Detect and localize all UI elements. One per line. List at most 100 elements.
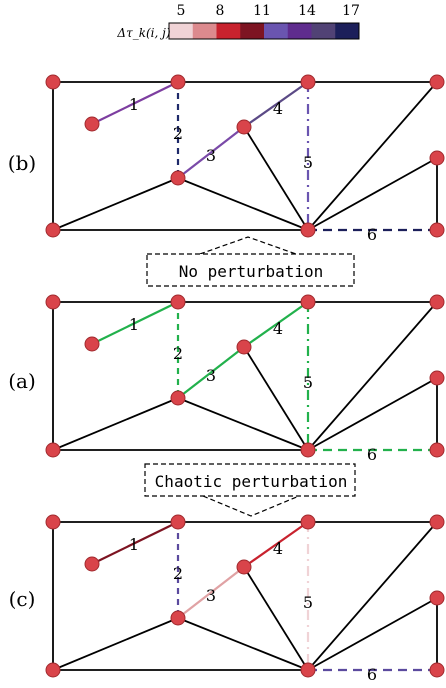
route-label-5: 5 — [303, 593, 313, 612]
network-node — [429, 370, 445, 386]
route-label-5: 5 — [303, 153, 313, 172]
colorbar: Δτ_k(i, j) 5 8 11 14 17 — [116, 3, 359, 40]
route-edge-4 — [243, 301, 309, 348]
route-label-2: 2 — [173, 564, 183, 583]
panel-label-b: (b) — [8, 151, 36, 175]
network-node — [84, 336, 100, 352]
network-node — [429, 442, 445, 458]
route-edge-1 — [91, 301, 179, 345]
route-label-2: 2 — [173, 124, 183, 143]
route-label-4: 4 — [273, 99, 283, 118]
route-label-1: 1 — [129, 95, 139, 114]
annotation-chaotic-perturbation: Chaotic perturbation — [144, 463, 356, 517]
network-node — [45, 294, 61, 310]
route-label-4: 4 — [273, 319, 283, 338]
colorbar-swatch — [240, 23, 265, 39]
colorbar-swatch — [216, 23, 241, 39]
route-label-5: 5 — [303, 373, 313, 392]
route-label-6: 6 — [367, 445, 377, 464]
colorbar-tick: 11 — [253, 3, 271, 19]
network-edge — [52, 617, 179, 671]
route-edge-3 — [177, 566, 245, 619]
network-node — [300, 662, 316, 678]
network-node — [170, 294, 186, 310]
network-edge — [243, 126, 309, 231]
route-label-6: 6 — [367, 665, 377, 684]
network-edge — [307, 377, 438, 451]
colorbar-tick: 5 — [177, 3, 186, 19]
annotation-text: Chaotic perturbation — [155, 472, 348, 491]
route-edge-1 — [91, 81, 179, 125]
route-label-1: 1 — [129, 315, 139, 334]
network-node — [429, 294, 445, 310]
route-label-2: 2 — [173, 344, 183, 363]
network-edge — [52, 177, 179, 231]
network-node — [300, 222, 316, 238]
route-edge-3 — [177, 346, 245, 399]
route-edge-4 — [243, 521, 309, 568]
network-node — [170, 74, 186, 90]
colorbar-tick: 14 — [298, 3, 316, 19]
route-label-4: 4 — [273, 539, 283, 558]
route-label-1: 1 — [129, 535, 139, 554]
network-node — [170, 390, 186, 406]
network-node — [170, 170, 186, 186]
colorbar-swatch — [192, 23, 217, 39]
network-node — [429, 662, 445, 678]
colorbar-swatch — [264, 23, 289, 39]
network-node — [429, 590, 445, 606]
route-label-3: 3 — [206, 146, 216, 165]
colorbar-frame — [168, 22, 360, 40]
network-node — [170, 610, 186, 626]
network-edge — [307, 521, 438, 671]
colorbar-tick: 17 — [342, 3, 360, 19]
network-node — [170, 514, 186, 530]
annotation-text: No perturbation — [179, 262, 324, 281]
network-edge — [307, 597, 438, 671]
route-edge-3 — [177, 126, 245, 179]
network-edge — [243, 346, 309, 451]
network-edge — [307, 157, 438, 231]
network-edge — [177, 397, 309, 451]
network-edge — [177, 177, 309, 231]
route-label-3: 3 — [206, 586, 216, 605]
annotation-box — [146, 253, 355, 287]
network-edge — [243, 566, 309, 671]
network-node — [429, 222, 445, 238]
panel-label-c: (c) — [9, 587, 36, 611]
colorbar-swatch — [169, 23, 194, 39]
panel-a: 1 2 3 4 5 6 — [45, 294, 445, 464]
network-node — [300, 442, 316, 458]
colorbar-swatch — [311, 23, 336, 39]
network-node — [45, 662, 61, 678]
network-node — [84, 116, 100, 132]
colorbar-label: Δτ_k(i, j) — [116, 26, 170, 40]
annotation-box — [144, 463, 356, 497]
panel-c: 1 2 3 4 5 6 — [45, 514, 445, 684]
network-node — [45, 442, 61, 458]
network-node — [429, 150, 445, 166]
colorbar-swatch — [335, 23, 360, 39]
route-edge-1 — [91, 521, 179, 565]
network-node — [429, 74, 445, 90]
network-edge — [307, 301, 438, 451]
annotation-arrow — [199, 236, 297, 255]
network-node — [45, 514, 61, 530]
annotation-no-perturbation: No perturbation — [146, 236, 355, 287]
route-edge-4 — [243, 81, 309, 128]
network-node — [45, 222, 61, 238]
network-edge — [52, 397, 179, 451]
colorbar-swatch — [287, 23, 312, 39]
route-label-3: 3 — [206, 366, 216, 385]
network-node — [429, 514, 445, 530]
network-node — [45, 74, 61, 90]
annotation-arrow — [202, 495, 300, 517]
network-edge — [177, 617, 309, 671]
network-node — [84, 556, 100, 572]
colorbar-tick: 8 — [216, 3, 225, 19]
network-node — [236, 559, 252, 575]
network-edge — [307, 81, 438, 231]
